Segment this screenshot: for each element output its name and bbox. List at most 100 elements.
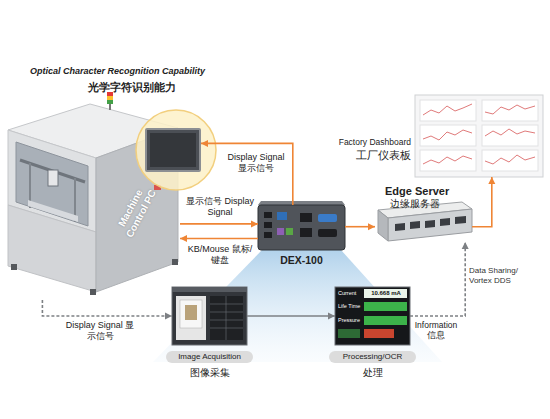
edge-label: Display Signal 显示信号 bbox=[222, 152, 290, 174]
screen-frame bbox=[335, 287, 410, 345]
connector-line bbox=[180, 238, 258, 240]
server-port bbox=[425, 220, 435, 228]
ps2-port bbox=[286, 228, 293, 235]
machine-foot bbox=[11, 264, 17, 270]
machine-foot bbox=[90, 289, 96, 295]
light-beam bbox=[153, 250, 442, 362]
connector-line bbox=[42, 300, 172, 316]
dashboard-card bbox=[415, 95, 543, 177]
dashboard-node: Factory Dashboard工厂仪表板 bbox=[415, 95, 543, 177]
port bbox=[300, 228, 312, 237]
grid-line bbox=[210, 304, 243, 305]
document-area bbox=[176, 296, 206, 340]
mini-chart bbox=[420, 100, 476, 121]
machine-label: Machine Control PC bbox=[109, 174, 164, 249]
server-port bbox=[395, 223, 405, 231]
connector bbox=[42, 300, 172, 320]
port bbox=[264, 222, 272, 228]
connector-line bbox=[201, 143, 293, 205]
connector bbox=[180, 235, 258, 242]
acquisition-node: Image Acquisition图像采集 bbox=[172, 287, 247, 345]
grid-panel bbox=[210, 296, 243, 340]
connector-line bbox=[345, 226, 375, 228]
edge-label: 显示信号 Display Signal bbox=[184, 196, 256, 218]
arrow-head bbox=[251, 220, 258, 227]
highlight-circle bbox=[136, 110, 216, 190]
connector-line bbox=[410, 242, 465, 316]
device-name: DEX-100 bbox=[253, 254, 350, 267]
grid-line bbox=[210, 328, 243, 329]
screen-text: Life Time bbox=[338, 303, 364, 310]
beacon-yellow bbox=[107, 96, 113, 100]
protocol-label: Data Sharing/ Vortex DDS bbox=[469, 266, 539, 285]
connector bbox=[410, 242, 469, 316]
mini-chart bbox=[482, 150, 538, 171]
processing-screen bbox=[335, 287, 410, 345]
title-bar bbox=[172, 287, 247, 292]
mini-chart bbox=[482, 125, 538, 146]
chart-line bbox=[423, 156, 472, 164]
device-name-zh: 边缘服务器 bbox=[390, 198, 480, 210]
connector bbox=[472, 177, 495, 227]
server-node: Edge Server边缘服务器 bbox=[375, 208, 472, 242]
beacon-pole bbox=[109, 104, 111, 110]
machine-node: Machine Control PCOptical Character Reco… bbox=[8, 95, 180, 300]
connector-line bbox=[472, 177, 492, 227]
arrow-head bbox=[201, 140, 208, 147]
heading-zh: 光学字符识别能力 bbox=[88, 81, 218, 94]
level-bar bbox=[364, 316, 407, 325]
dashboard-panel bbox=[415, 95, 543, 177]
arrow-head bbox=[180, 235, 187, 242]
port bbox=[318, 229, 337, 237]
grid-line bbox=[210, 320, 243, 321]
level-bar bbox=[338, 329, 360, 338]
port bbox=[264, 232, 272, 238]
connector-line bbox=[180, 223, 258, 225]
dex-device bbox=[258, 201, 345, 250]
server-port bbox=[455, 216, 466, 224]
connector bbox=[345, 223, 375, 230]
port bbox=[264, 212, 272, 218]
stage-pill: Processing/OCR bbox=[329, 351, 416, 363]
mini-chart bbox=[420, 150, 476, 171]
port bbox=[300, 213, 312, 222]
arrow-head bbox=[165, 313, 172, 320]
server-port bbox=[410, 221, 420, 229]
server-side bbox=[378, 210, 388, 241]
chart-line bbox=[423, 104, 472, 115]
chart-line bbox=[485, 105, 535, 114]
arrow-head bbox=[328, 313, 335, 320]
dashboard-name: Factory Dashboard bbox=[319, 137, 411, 147]
dex-node: DEX-100 bbox=[258, 205, 345, 250]
machine-front-lower bbox=[8, 205, 96, 292]
edge-label: KB/Mouse 鼠标/键盘 bbox=[184, 244, 256, 266]
machine-foot bbox=[172, 259, 178, 265]
gantry-head bbox=[48, 170, 58, 186]
stage-name-zh: 处理 bbox=[335, 367, 410, 379]
dashboard-name-zh: 工厂仪表板 bbox=[319, 149, 411, 162]
dex-body bbox=[258, 205, 345, 250]
image-subject bbox=[185, 305, 197, 320]
arrow-head bbox=[488, 177, 495, 184]
acquisition-screen bbox=[172, 287, 247, 345]
heading-en: Optical Character Recognition Capability bbox=[30, 66, 265, 77]
screen-text: 10.668 mA bbox=[365, 290, 407, 297]
stage-name-zh: 图像采集 bbox=[172, 367, 247, 379]
arrow-head bbox=[368, 223, 375, 230]
connector bbox=[247, 313, 335, 320]
mini-chart bbox=[420, 125, 476, 146]
ps2-port bbox=[277, 228, 284, 235]
mini-chart bbox=[482, 100, 538, 121]
port bbox=[277, 212, 287, 220]
server-front bbox=[388, 209, 472, 241]
connector-line bbox=[247, 315, 335, 317]
level-bar bbox=[364, 302, 407, 311]
captured-image bbox=[180, 300, 202, 328]
stage-pill: Image Acquisition bbox=[166, 351, 253, 363]
device-name: Edge Server bbox=[385, 185, 475, 198]
server-port bbox=[440, 218, 450, 226]
dex-top bbox=[258, 201, 345, 205]
monitor-node: Optical Character Recognition Capability… bbox=[145, 128, 201, 172]
